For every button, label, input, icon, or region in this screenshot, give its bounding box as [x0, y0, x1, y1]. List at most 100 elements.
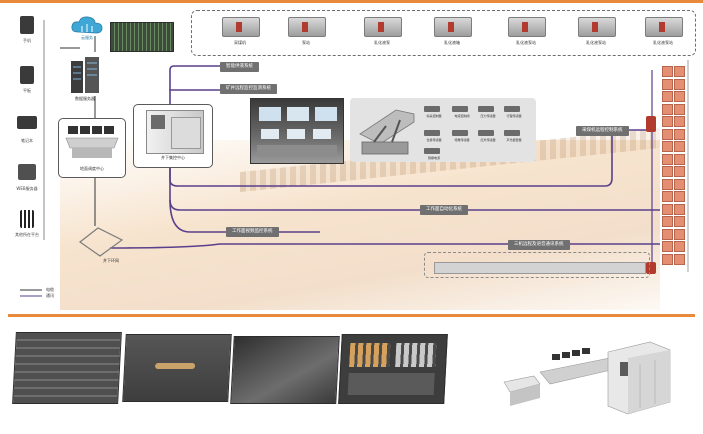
device-label: 平板: [23, 88, 31, 93]
component-label: 压力传感器: [480, 114, 496, 118]
equipment-label: 乳化液泵站: [516, 40, 536, 45]
equipment-valve-mark: [302, 22, 308, 32]
monitor-dashboard-thumbnail: [110, 22, 174, 52]
hydraulic-support-unit: [662, 153, 673, 165]
shearer-red-icon: [646, 116, 656, 132]
device-label: WEB服务器: [16, 186, 38, 191]
screen-thumbnail-1: [12, 332, 122, 404]
system-label-supply: 智能供液系统: [220, 62, 259, 72]
laptop-icon: [17, 116, 37, 129]
hydraulic-support-unit: [674, 191, 685, 202]
equipment-valve-mark: [236, 22, 242, 32]
equipment-label: 采煤机: [234, 40, 246, 45]
network-ring-label: 井下环网: [103, 258, 119, 263]
component-icon: [452, 130, 468, 136]
component-icon: [452, 106, 468, 112]
equipment-unit: [508, 17, 546, 37]
device-label: 其他所在平台: [15, 232, 39, 237]
tail-red-icon: [646, 262, 656, 274]
hydraulic-support-unit: [662, 228, 673, 240]
mine-background-image: [60, 140, 660, 310]
legend-comm-label: 通讯: [46, 293, 54, 298]
system-label-voice: 三机远程及语音通讯系统: [508, 240, 570, 250]
equipment-unit: [288, 17, 326, 37]
screen-thumbnail-3: [230, 336, 340, 404]
equipment-valve-mark: [659, 22, 665, 32]
screen-thumbnail-2: [122, 334, 232, 402]
component-label: 行程传感器: [506, 114, 522, 118]
component-label: 位移传感器: [426, 138, 442, 142]
system-label-video: 工作面视频监控系统: [226, 227, 279, 237]
system-label-automation: 工作面自动化系统: [420, 205, 468, 215]
hydraulic-support-unit: [662, 216, 673, 227]
system-label-shearer-remote: 采煤机远程控制系统: [576, 126, 629, 136]
equipment-valve-mark: [448, 22, 454, 32]
hydraulic-support-unit: [674, 203, 685, 215]
hydraulic-support-unit: [674, 253, 685, 265]
component-label: 红外传感器: [480, 138, 496, 142]
component-icon: [424, 130, 440, 136]
hydraulic-support-unit: [662, 166, 673, 177]
hydraulic-support-unit: [662, 141, 673, 152]
hydraulic-support-unit: [662, 78, 673, 90]
equipment-unit: [434, 17, 472, 37]
legend-cable-label: 电缆: [46, 287, 54, 292]
device-label: 手机: [23, 38, 31, 43]
hydraulic-support-unit: [662, 191, 673, 202]
control-cabinet-icon: [146, 110, 204, 154]
equipment-unit: [364, 17, 402, 37]
hydraulic-support-unit: [662, 128, 673, 140]
hydraulic-support-unit: [662, 203, 673, 215]
conveyor-dashed-box: [424, 252, 650, 278]
system-label-mine-monitor: 矿井远程监控监测系统: [220, 84, 277, 94]
cloud-label: 云服务: [81, 35, 93, 40]
hydraulic-support-unit: [674, 128, 685, 140]
component-icon: [424, 148, 440, 154]
hydraulic-support-unit: [662, 241, 673, 252]
equipment-label: 乳化液箱: [444, 40, 460, 45]
component-icon: [424, 106, 440, 112]
equipment-valve-mark: [592, 22, 598, 32]
equipment-label: 乳化液泵站: [586, 40, 606, 45]
hydraulic-support-unit: [662, 253, 673, 265]
cloud-icon: [70, 14, 104, 36]
hydraulic-support-unit: [674, 103, 685, 115]
component-label: 隔爆电源: [427, 156, 440, 160]
underground-center-label: 井下集控中心: [161, 155, 185, 160]
hydraulic-support-unit: [674, 241, 685, 252]
equipment-valve-mark: [378, 22, 384, 32]
hydraulic-support-unit: [662, 178, 673, 190]
equipment-label: 乳化液泵站: [653, 40, 673, 45]
hydraulic-support-unit: [674, 116, 685, 127]
surface-equipment-group: [191, 10, 696, 56]
equipment-valve-mark: [522, 22, 528, 32]
web-server-icon: [18, 164, 36, 180]
dispatch-desk-icon: [64, 124, 120, 160]
hydraulic-support-unit: [674, 178, 685, 190]
screen-thumbnail-4: [338, 334, 448, 404]
dispatch-center-label: 地面调度中心: [80, 166, 104, 171]
component-label: 声光报警器: [506, 138, 522, 142]
hydraulic-support-unit: [674, 66, 685, 77]
equipment-unit: [578, 17, 616, 37]
data-server-label: 数据服务器: [75, 96, 95, 101]
hydraulic-support-unit: [674, 91, 685, 102]
top-accent-bar: [0, 0, 703, 3]
control-room-render: [500, 328, 690, 418]
hydraulic-support-unit: [674, 153, 685, 165]
component-label: 综采控制器: [426, 114, 442, 118]
equipment-label: 乳化液泵: [374, 40, 390, 45]
conveyor-bar: [434, 262, 646, 274]
hydraulic-support-unit: [674, 141, 685, 152]
hydraulic-support-icon: [356, 104, 418, 158]
hydraulic-support-unit: [662, 91, 673, 102]
component-label: 电液控制阀: [454, 114, 470, 118]
hydraulic-support-unit: [674, 216, 685, 227]
component-icon: [478, 130, 494, 136]
section-divider-bar: [8, 314, 695, 317]
equipment-unit: [222, 17, 260, 37]
hydraulic-support-unit: [674, 166, 685, 177]
phone-icon: [20, 16, 34, 34]
component-icon: [478, 106, 494, 112]
